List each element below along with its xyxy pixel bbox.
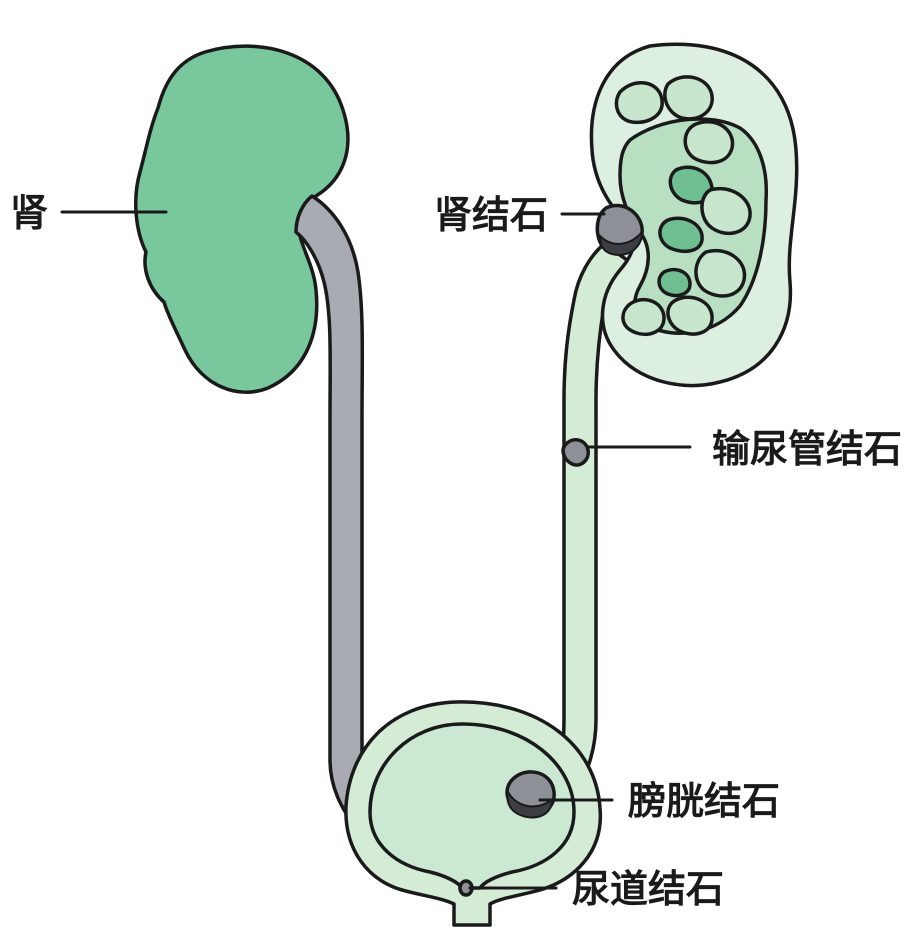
- label-kidney-stone: 肾结石: [434, 193, 548, 237]
- right-kidney-calyces: [614, 75, 752, 337]
- ureter-stone: [561, 438, 590, 467]
- left-kidney: [134, 44, 350, 394]
- label-urethra-stone: 尿道结石: [572, 867, 724, 911]
- label-bladder-stone: 膀胱结石: [628, 779, 780, 823]
- calyx: [614, 81, 664, 125]
- calyx: [657, 267, 692, 298]
- kidney-stone: [595, 203, 644, 256]
- label-ureter-stone: 输尿管结石: [712, 427, 902, 471]
- calyx: [658, 216, 704, 254]
- calyx: [700, 186, 752, 236]
- calyx: [621, 297, 666, 337]
- bladder-stone: [505, 770, 556, 819]
- calyx: [666, 295, 714, 336]
- label-kidney: 肾: [10, 191, 48, 235]
- calyx: [683, 119, 735, 165]
- calyx: [663, 75, 714, 121]
- calyx: [694, 248, 747, 298]
